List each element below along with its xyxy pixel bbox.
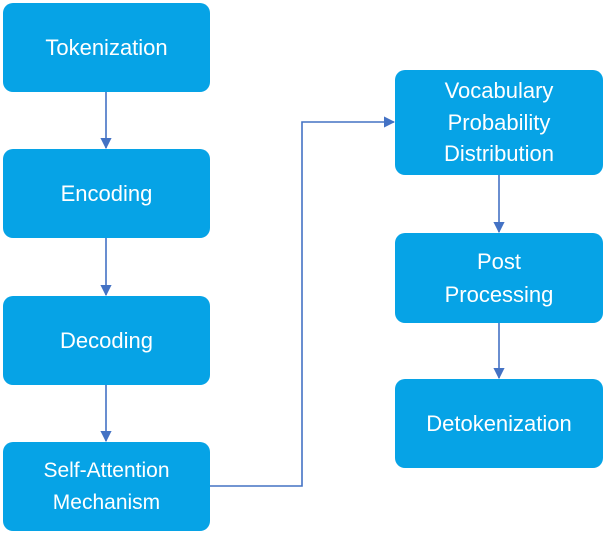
node-self-attention-mechanism: Self-Attention Mechanism [3,442,210,531]
node-post-processing: Post Processing [395,233,603,323]
node-tokenization: Tokenization [3,3,210,92]
node-encoding: Encoding [3,149,210,238]
node-detokenization: Detokenization [395,379,603,468]
node-decoding: Decoding [3,296,210,385]
arrow-self-attention-to-vocabulary [210,116,396,487]
node-vocabulary-probability-distribution: Vocabulary Probability Distribution [395,70,603,175]
